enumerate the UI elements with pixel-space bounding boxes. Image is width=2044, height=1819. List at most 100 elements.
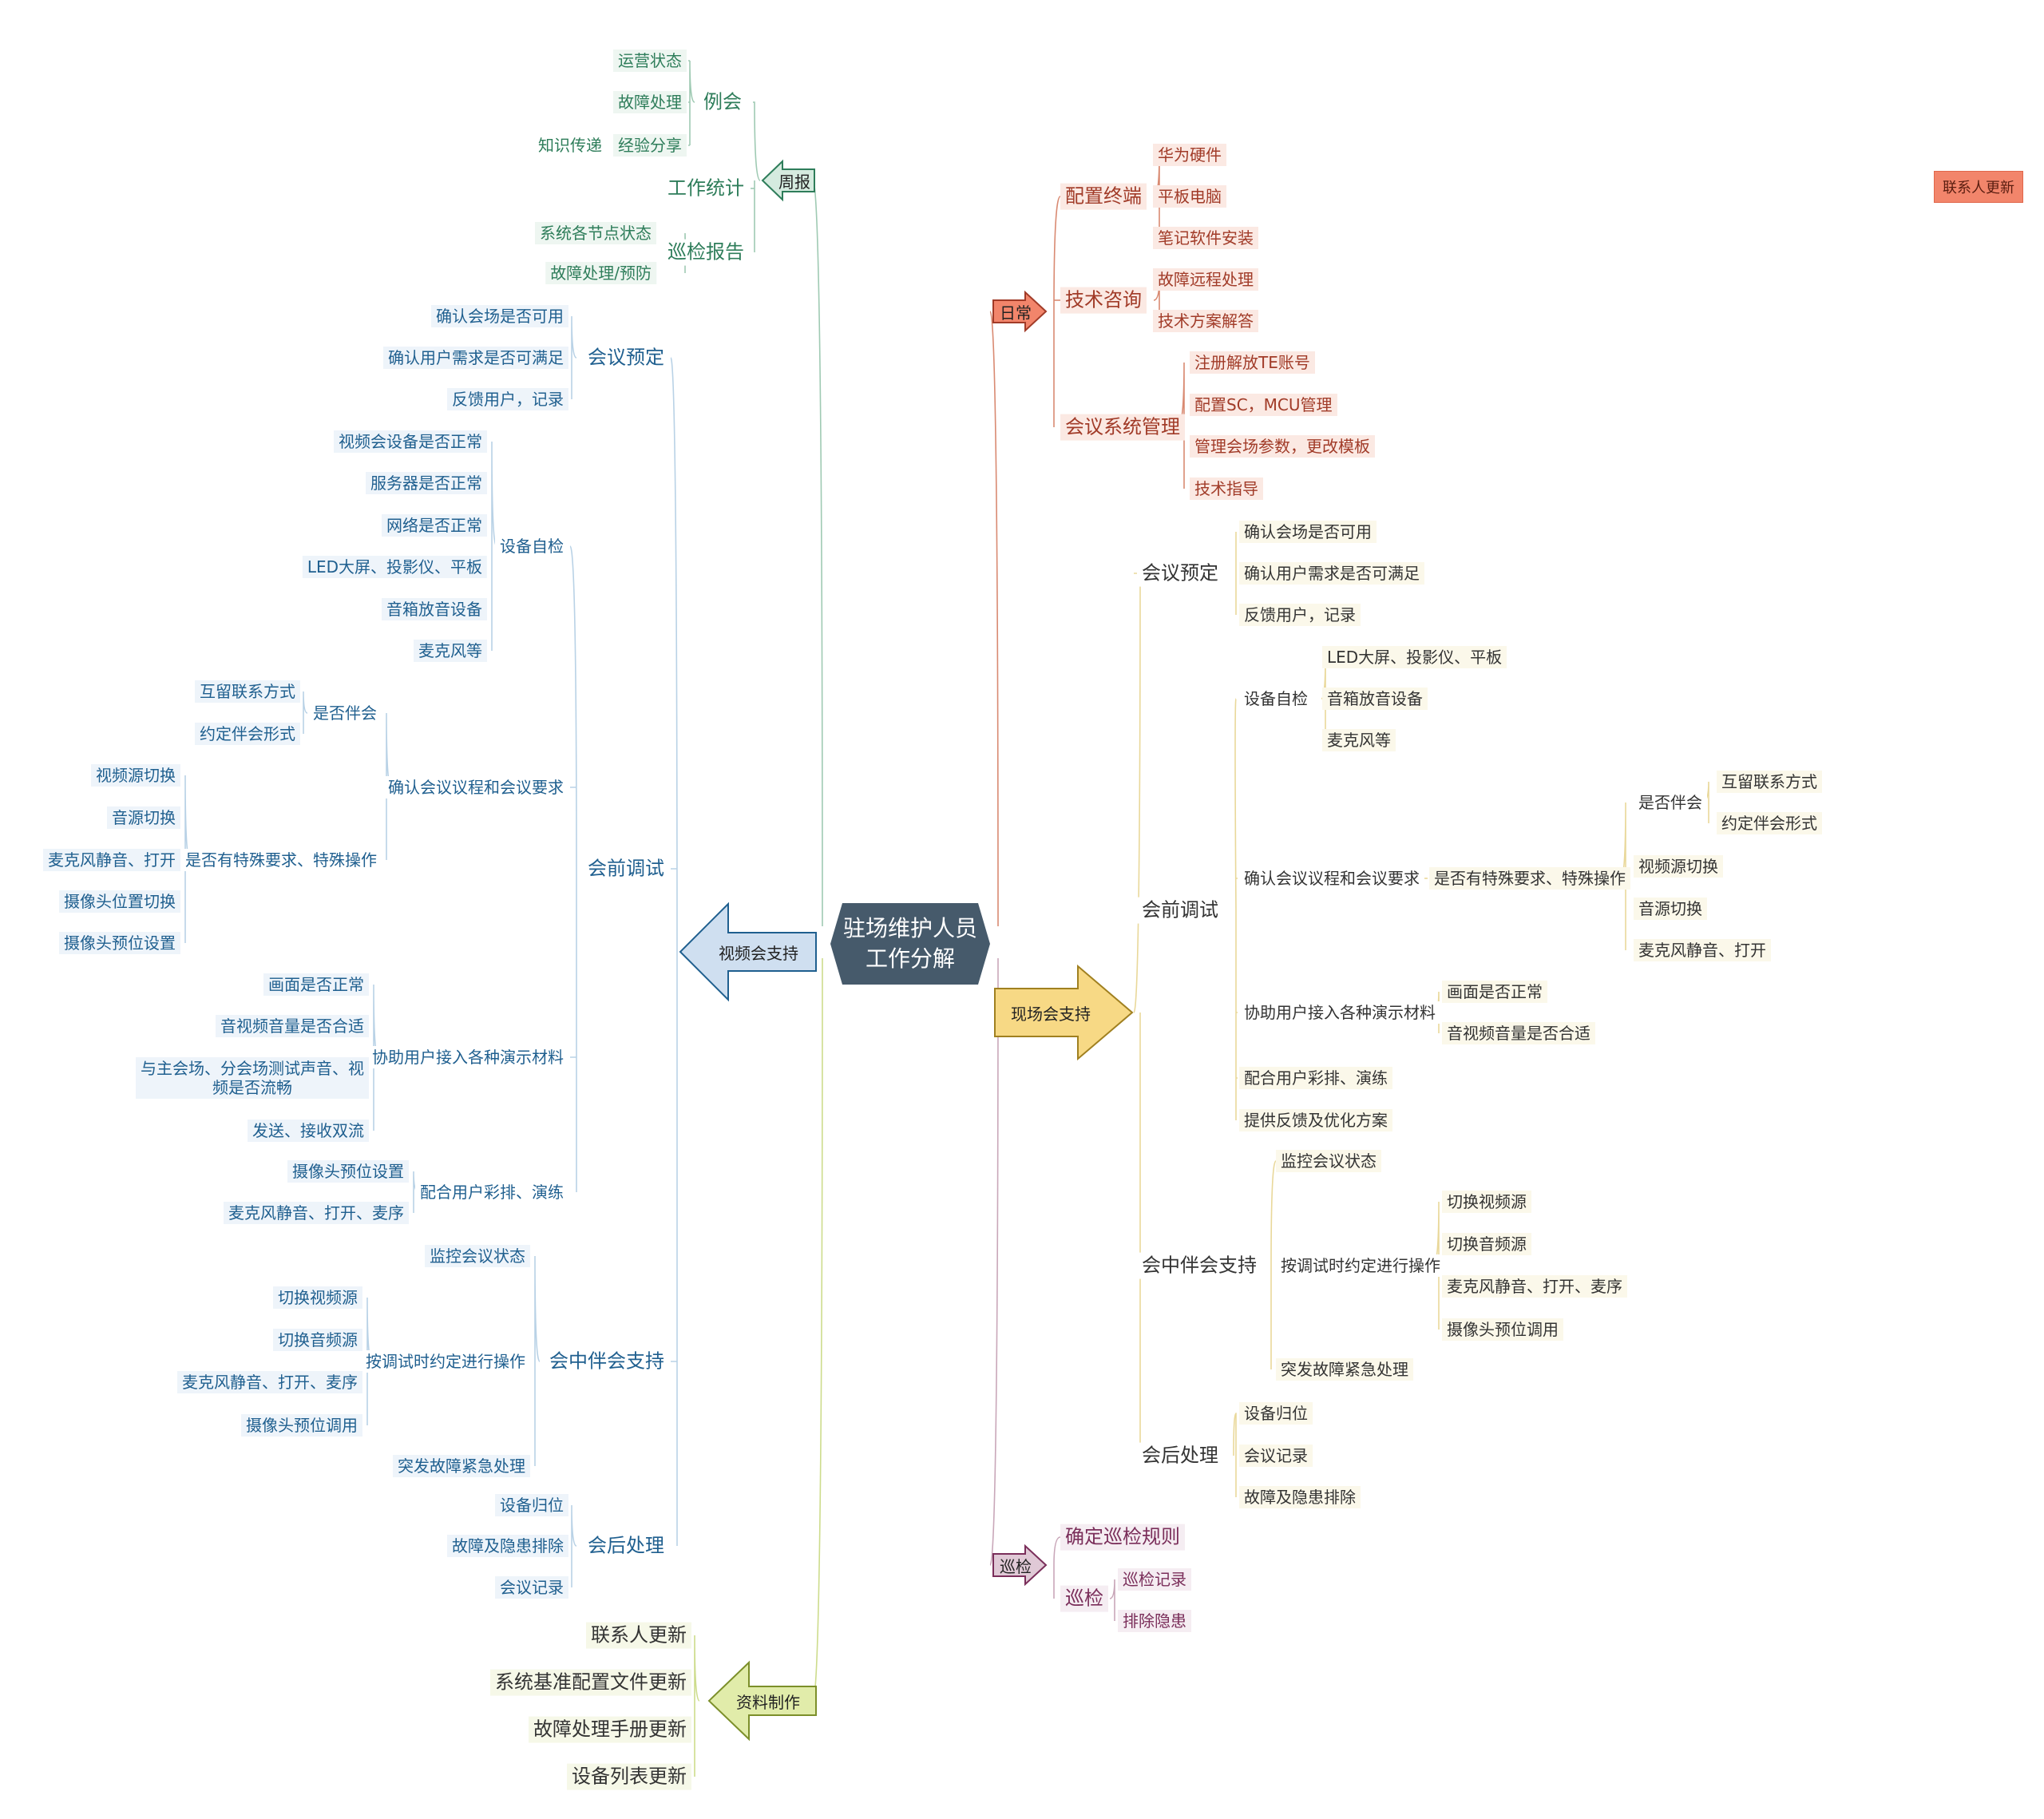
x-xiezhu-1[interactable]: 画面是否正常 (1442, 981, 1547, 1003)
x-fankui[interactable]: 提供反馈及优化方案 (1239, 1109, 1392, 1131)
video-label[interactable]: 视频会支持 (719, 943, 798, 963)
contact-update-tag[interactable]: 联系人更新 (1934, 171, 2023, 203)
v-yuding-3[interactable]: 反馈用户，记录 (447, 388, 568, 410)
v-jiankong[interactable]: 监控会议状态 (425, 1245, 530, 1267)
r-peizhi-2[interactable]: 平板电脑 (1153, 185, 1226, 208)
xj-guize[interactable]: 确定巡检规则 (1060, 1524, 1185, 1551)
x-tufa[interactable]: 突发故障紧急处理 (1276, 1358, 1413, 1381)
zl-2[interactable]: 系统基准配置文件更新 (490, 1669, 691, 1696)
r-huiyi-2[interactable]: 配置SC，MCU管理 (1190, 394, 1337, 416)
v-zijian-1[interactable]: 视频会设备是否正常 (334, 430, 487, 453)
v-teshu-3[interactable]: 麦克风静音、打开 (43, 849, 180, 871)
x-jiankong[interactable]: 监控会议状态 (1276, 1150, 1381, 1172)
x-tiaoshi[interactable]: 会前调试 (1137, 897, 1223, 924)
x-banhui[interactable]: 是否伴会 (1634, 791, 1707, 814)
x-caipai[interactable]: 配合用户彩排、演练 (1239, 1067, 1392, 1089)
zb-knowledge[interactable]: 知识传递 (533, 134, 607, 157)
richang-label[interactable]: 日常 (1000, 303, 1032, 323)
x-yuding-3[interactable]: 反馈用户，记录 (1239, 604, 1361, 626)
x-teshu-2[interactable]: 音源切换 (1634, 898, 1707, 920)
v-tiaoshi[interactable]: 会前调试 (583, 855, 669, 882)
v-houchuli[interactable]: 会后处理 (583, 1532, 669, 1559)
x-zijian-3[interactable]: 麦克风等 (1322, 729, 1396, 751)
v-banhui[interactable]: 是否伴会 (308, 702, 382, 724)
r-huiyi-1[interactable]: 注册解放TE账号 (1190, 351, 1315, 374)
v-anzhao[interactable]: 按调试时约定进行操作 (361, 1350, 530, 1373)
v-tufa[interactable]: 突发故障紧急处理 (393, 1455, 530, 1477)
x-banhui-1[interactable]: 互留联系方式 (1717, 771, 1822, 793)
v-banhuizhichi[interactable]: 会中伴会支持 (545, 1348, 669, 1375)
x-teshu[interactable]: 是否有特殊要求、特殊操作 (1429, 867, 1630, 890)
v-anzhao-1[interactable]: 切换视频源 (273, 1286, 362, 1309)
v-yuding-1[interactable]: 确认会场是否可用 (431, 305, 568, 327)
v-xiezhu[interactable]: 协助用户接入各种演示材料 (367, 1046, 568, 1068)
x-yuding[interactable]: 会议预定 (1137, 560, 1223, 587)
v-xiezhu-4[interactable]: 发送、接收双流 (248, 1120, 369, 1142)
x-zijian-1[interactable]: LED大屏、投影仪、平板 (1322, 646, 1507, 668)
x-banhuizhichi[interactable]: 会中伴会支持 (1137, 1252, 1262, 1279)
x-anzhao-3[interactable]: 麦克风静音、打开、麦序 (1442, 1275, 1627, 1298)
v-caipai[interactable]: 配合用户彩排、演练 (415, 1181, 568, 1203)
v-houchuli-3[interactable]: 会议记录 (495, 1576, 568, 1599)
r-jishu-2[interactable]: 技术方案解答 (1153, 310, 1258, 332)
zb-xunjian-2[interactable]: 故障处理/预防 (545, 262, 656, 284)
v-teshu-5[interactable]: 摄像头预位设置 (59, 932, 180, 954)
xj-sub[interactable]: 巡检 (1060, 1585, 1108, 1612)
x-houchuli[interactable]: 会后处理 (1137, 1442, 1223, 1469)
x-anzhao-4[interactable]: 摄像头预位调用 (1442, 1318, 1563, 1341)
v-banhui-2[interactable]: 约定伴会形式 (195, 723, 300, 745)
x-houchuli-3[interactable]: 故障及隐患排除 (1239, 1486, 1361, 1508)
v-teshu-2[interactable]: 音源切换 (107, 806, 180, 829)
x-houchuli-1[interactable]: 设备归位 (1239, 1402, 1313, 1425)
v-teshu[interactable]: 是否有特殊要求、特殊操作 (180, 849, 382, 871)
x-queren[interactable]: 确认会议议程和会议要求 (1239, 867, 1424, 890)
xj-sub-2[interactable]: 排除隐患 (1118, 1610, 1191, 1632)
v-caipai-2[interactable]: 麦克风静音、打开、麦序 (224, 1202, 409, 1224)
xianchang-label[interactable]: 现场会支持 (1011, 1004, 1091, 1024)
x-xiezhu[interactable]: 协助用户接入各种演示材料 (1239, 1001, 1440, 1024)
x-xiezhu-2[interactable]: 音视频音量是否合适 (1442, 1022, 1595, 1044)
r-huiyi[interactable]: 会议系统管理 (1060, 414, 1185, 441)
r-peizhi-3[interactable]: 笔记软件安装 (1153, 227, 1258, 249)
v-anzhao-3[interactable]: 麦克风静音、打开、麦序 (177, 1371, 362, 1393)
xunjian-label[interactable]: 巡检 (1000, 1556, 1032, 1576)
x-yuding-1[interactable]: 确认会场是否可用 (1239, 521, 1377, 543)
zb-xunjian-1[interactable]: 系统各节点状态 (535, 222, 656, 244)
v-xiezhu-1[interactable]: 画面是否正常 (263, 973, 369, 996)
v-anzhao-2[interactable]: 切换音频源 (273, 1329, 362, 1351)
zb-gongzuo[interactable]: 工作统计 (663, 175, 749, 202)
v-queren[interactable]: 确认会议议程和会议要求 (383, 776, 568, 799)
v-zijian-3[interactable]: 网络是否正常 (382, 514, 487, 537)
v-teshu-1[interactable]: 视频源切换 (91, 764, 180, 787)
zb-lihui-1[interactable]: 运营状态 (613, 50, 687, 72)
x-zijian-2[interactable]: 音箱放音设备 (1322, 688, 1428, 710)
v-houchuli-1[interactable]: 设备归位 (495, 1494, 568, 1516)
xj-sub-1[interactable]: 巡检记录 (1118, 1568, 1191, 1591)
v-zijian[interactable]: 设备自检 (495, 535, 568, 557)
v-houchuli-2[interactable]: 故障及隐患排除 (447, 1535, 568, 1557)
v-xiezhu-3[interactable]: 与主会场、分会场测试声音、视频是否流畅 (136, 1057, 369, 1099)
x-anzhao-1[interactable]: 切换视频源 (1442, 1191, 1531, 1213)
x-anzhao-2[interactable]: 切换音频源 (1442, 1233, 1531, 1255)
v-anzhao-4[interactable]: 摄像头预位调用 (241, 1414, 362, 1437)
zb-xunjian[interactable]: 巡检报告 (663, 239, 749, 266)
r-peizhi[interactable]: 配置终端 (1060, 183, 1147, 210)
v-yuding-2[interactable]: 确认用户需求是否可满足 (383, 347, 568, 369)
v-zijian-6[interactable]: 麦克风等 (414, 640, 487, 662)
r-huiyi-4[interactable]: 技术指导 (1190, 478, 1263, 500)
center-node[interactable]: 驻场维护人员工作分解 (830, 903, 990, 985)
ziliao-label[interactable]: 资料制作 (736, 1692, 800, 1712)
v-zijian-4[interactable]: LED大屏、投影仪、平板 (302, 556, 487, 578)
x-zijian[interactable]: 设备自检 (1239, 688, 1313, 710)
zb-lihui-3[interactable]: 经验分享 (613, 134, 687, 157)
zb-lihui-2[interactable]: 故障处理 (613, 91, 687, 113)
v-caipai-1[interactable]: 摄像头预位设置 (287, 1160, 409, 1183)
zb-lihui[interactable]: 例会 (699, 89, 747, 116)
v-xiezhu-2[interactable]: 音视频音量是否合适 (216, 1015, 369, 1037)
x-houchuli-2[interactable]: 会议记录 (1239, 1444, 1313, 1467)
v-zijian-2[interactable]: 服务器是否正常 (366, 472, 487, 494)
v-teshu-4[interactable]: 摄像头位置切换 (59, 890, 180, 913)
zl-4[interactable]: 设备列表更新 (567, 1763, 691, 1790)
r-huiyi-3[interactable]: 管理会场参数，更改模板 (1190, 435, 1375, 458)
zl-3[interactable]: 故障处理手册更新 (529, 1716, 691, 1743)
